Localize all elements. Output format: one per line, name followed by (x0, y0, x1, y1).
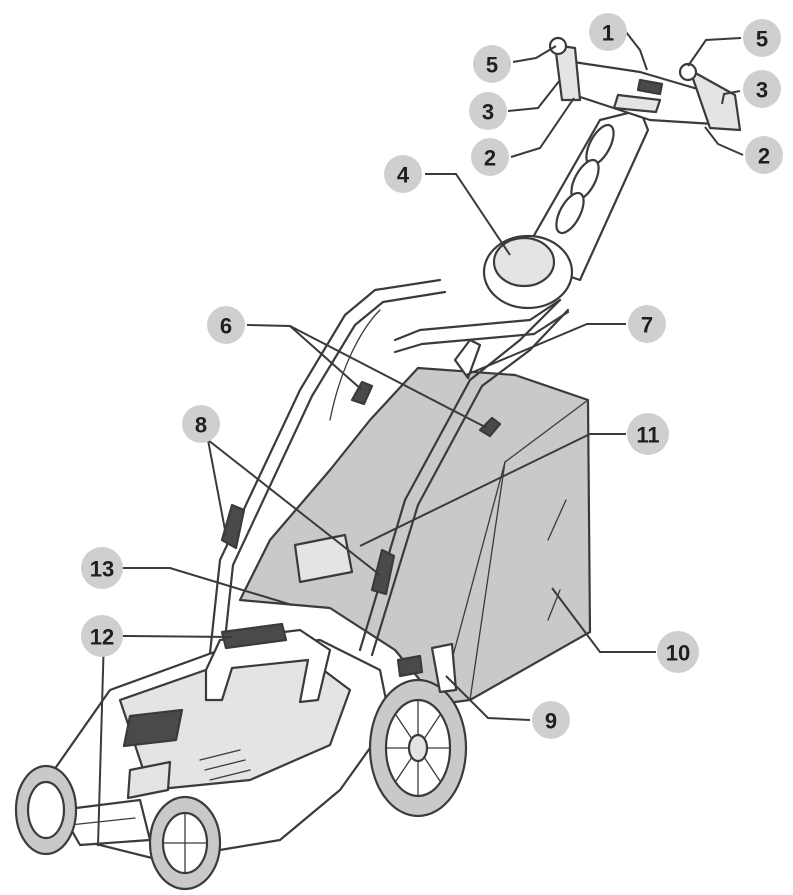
leader-11 (359, 433, 626, 547)
svg-text:8: 8 (195, 413, 207, 438)
svg-text:13: 13 (90, 557, 114, 582)
svg-text:4: 4 (397, 163, 410, 188)
callout-5-right: 5 (743, 19, 781, 57)
leader-5a (512, 45, 557, 63)
mower-deck (38, 622, 392, 862)
handle-knob-left (350, 380, 374, 406)
leader-6-left (246, 324, 363, 391)
handle-clip-right (370, 548, 396, 596)
leader-8-right (207, 439, 381, 576)
callout-3-left: 3 (469, 92, 507, 130)
callout-2-left: 2 (471, 138, 509, 176)
handle-clip-left (220, 503, 246, 550)
leader-13 (123, 567, 293, 606)
callout-7: 7 (628, 305, 666, 343)
front-wheel-right (148, 795, 222, 891)
leader-1 (625, 31, 648, 71)
leader-8-left (200, 429, 227, 536)
leader-2b (704, 126, 744, 156)
callout-4: 4 (384, 155, 422, 193)
callout-11: 11 (627, 413, 669, 455)
svg-text:9: 9 (545, 709, 557, 734)
leader-12-upper (122, 635, 233, 638)
leader-3b (721, 90, 741, 105)
callout-10: 10 (657, 631, 699, 673)
bag-latch (453, 338, 482, 380)
cable-reel (482, 234, 574, 310)
callout-12: 12 (81, 615, 123, 657)
front-wheel-left (14, 764, 78, 856)
svg-text:12: 12 (90, 625, 114, 650)
mower-illustration (14, 36, 742, 891)
leader-7 (465, 323, 626, 376)
svg-text:3: 3 (756, 78, 768, 103)
leader-12-lower (97, 635, 105, 847)
callout-5-left: 5 (473, 45, 511, 83)
lever-base (396, 654, 424, 678)
handle-knob-right (478, 416, 502, 438)
callout-9: 9 (532, 701, 570, 739)
callout-13: 13 (81, 547, 123, 589)
leader-9 (445, 675, 531, 721)
grass-bag (238, 366, 592, 706)
svg-text:7: 7 (641, 313, 653, 338)
callout-8: 8 (182, 405, 220, 443)
svg-text:2: 2 (484, 146, 496, 171)
svg-text:5: 5 (486, 53, 498, 78)
svg-text:1: 1 (602, 21, 614, 46)
svg-text:11: 11 (636, 423, 659, 448)
leader-lines (97, 31, 744, 847)
leader-3a (507, 79, 561, 112)
svg-text:2: 2 (758, 144, 770, 169)
leader-10 (551, 587, 656, 653)
leader-6-right (289, 325, 488, 429)
leader-2a (510, 97, 575, 158)
callout-1: 1 (589, 13, 627, 51)
svg-text:6: 6 (220, 314, 232, 339)
callout-3-right: 3 (743, 70, 781, 108)
callout-2-right: 2 (745, 136, 783, 174)
svg-text:5: 5 (756, 27, 768, 52)
svg-text:3: 3 (482, 100, 494, 125)
rear-wheel-right (368, 678, 468, 818)
leader-4 (425, 173, 511, 256)
callout-6: 6 (207, 306, 245, 344)
leader-5b (687, 37, 742, 67)
svg-text:10: 10 (666, 641, 690, 666)
